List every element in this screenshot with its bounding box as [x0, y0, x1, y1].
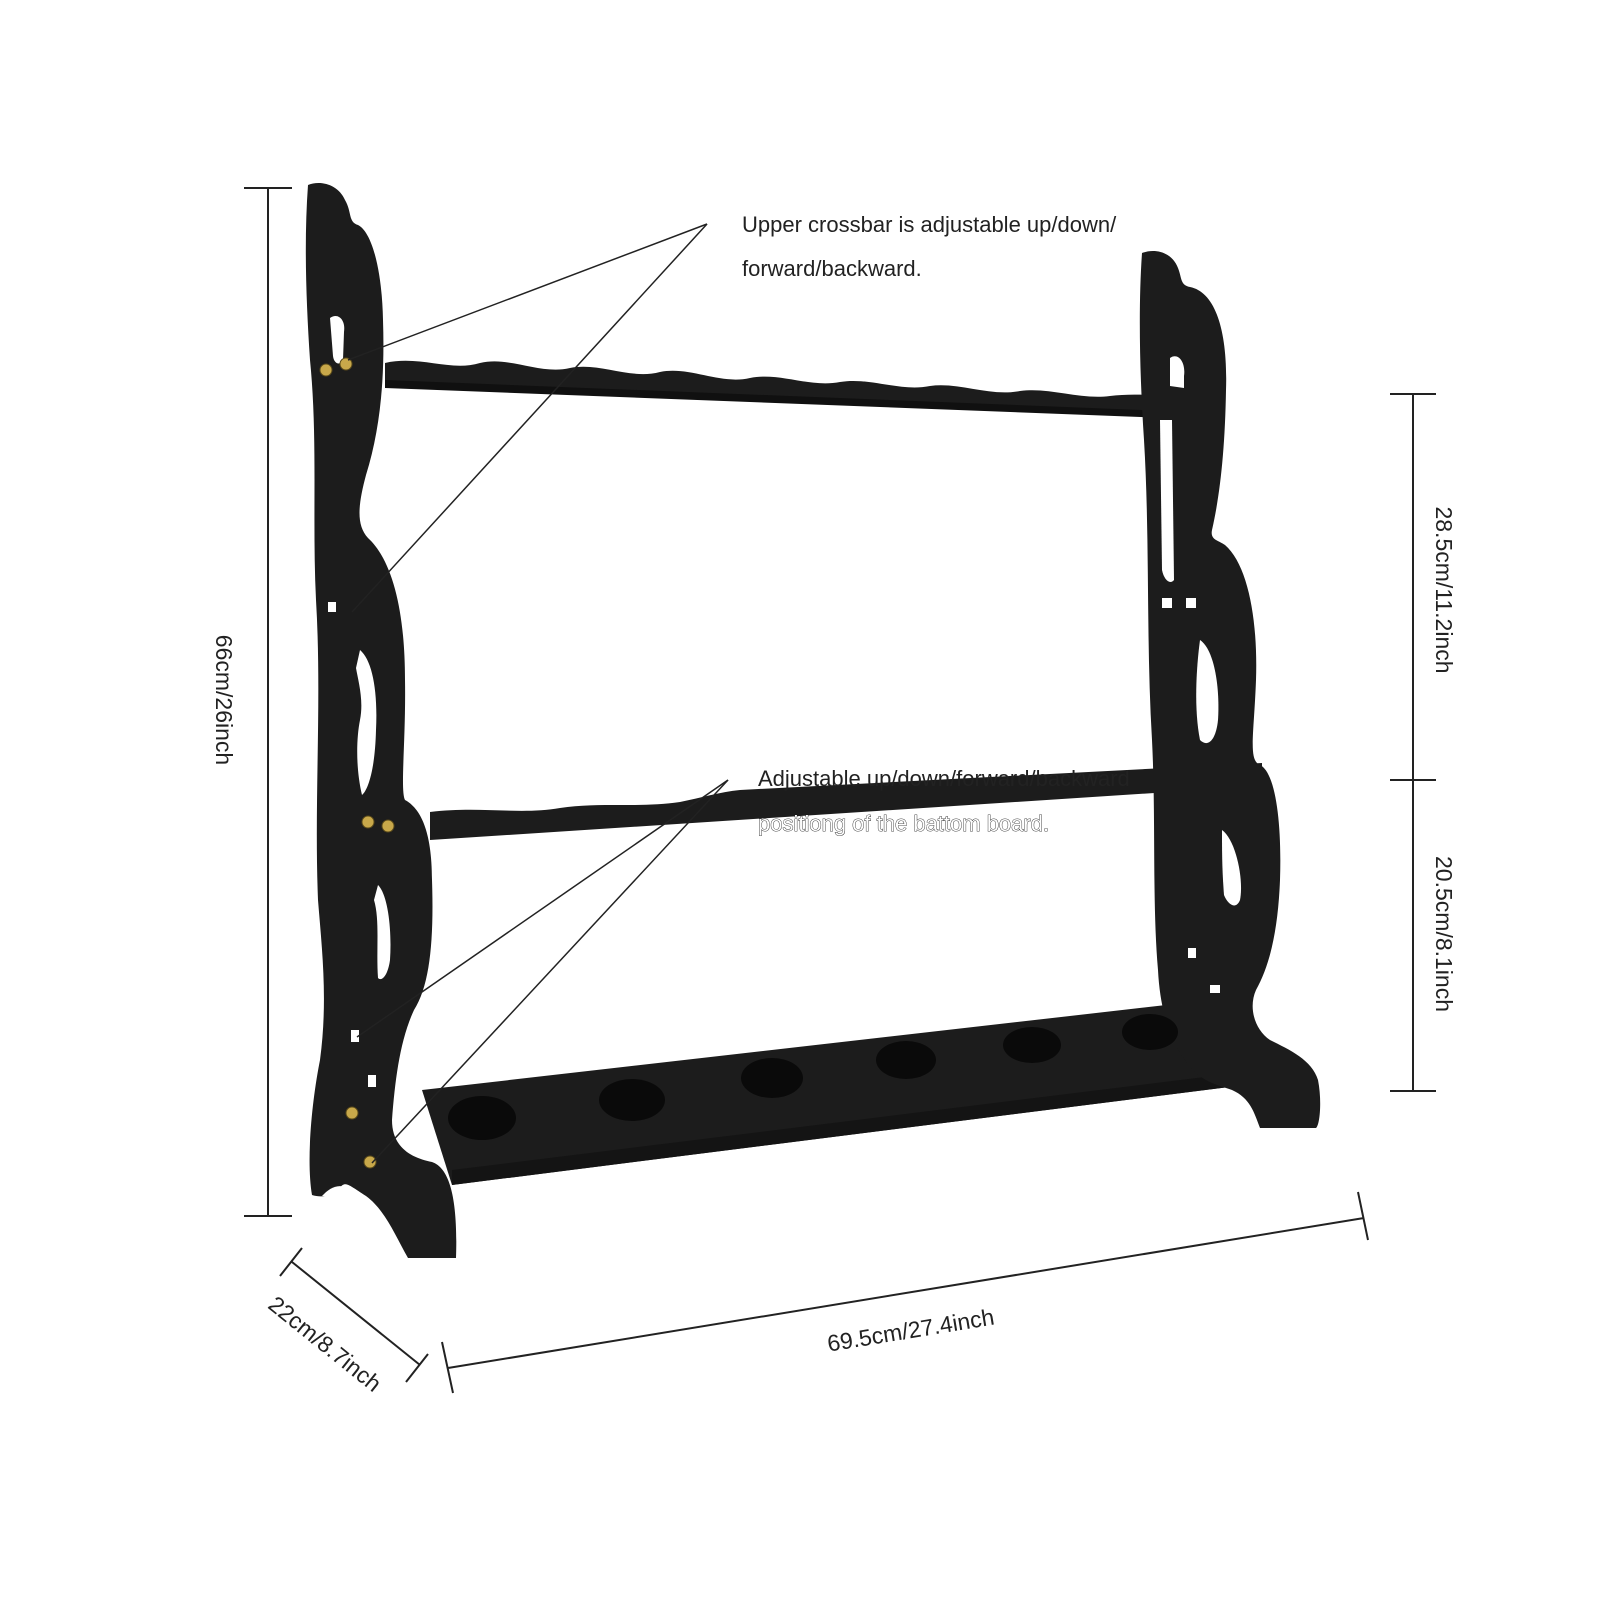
height-label: 66cm/26inch	[211, 635, 237, 765]
upper-crossbar-note-line-1: Upper crossbar is adjustable up/down/	[742, 212, 1117, 237]
right-side-panel	[1139, 250, 1321, 1128]
bolt-upper-left-1	[319, 363, 333, 377]
upper-gap-dimension-line	[1390, 393, 1436, 781]
left-panel-scroll-cutout	[356, 650, 377, 795]
right-panel-top-cutout	[1170, 356, 1185, 388]
upper-gap-label: 28.5cm/11.2inch	[1431, 506, 1457, 673]
holder-cutout-5	[1003, 1027, 1061, 1063]
left-panel-hole-2	[351, 1030, 359, 1042]
bottom-board-note-line-1: Adjustable up/down/forward/backward	[758, 766, 1130, 791]
bolt-middle-left-1	[361, 815, 375, 829]
right-panel-scroll-cutout	[1196, 640, 1219, 744]
bottom-board-front	[452, 1072, 1245, 1185]
height-dimension-line	[244, 187, 292, 1217]
leader-lower-1	[356, 779, 729, 1038]
upper-crossbar-shadow	[385, 380, 1218, 420]
left-panel-hole-1	[328, 602, 336, 612]
leader-lower-2	[371, 779, 729, 1164]
width-dimension-line	[441, 1191, 1369, 1394]
right-panel-hole-2	[1186, 598, 1196, 608]
depth-label: 22cm/8.7inch	[264, 1291, 387, 1397]
dimension-lines	[244, 187, 1436, 1394]
left-panel-slot-upper	[330, 315, 345, 364]
depth-dimension-line	[279, 1247, 429, 1383]
lower-gap-label: 20.5cm/8.1inch	[1431, 856, 1457, 1012]
left-side-panel	[305, 182, 457, 1259]
lower-gap-dimension-line	[1390, 780, 1436, 1092]
right-panel-slot	[1160, 420, 1174, 582]
right-panel-hole-3	[1188, 948, 1196, 958]
left-panel-hole-3	[368, 1075, 376, 1087]
bolt-upper-left-2	[339, 357, 353, 371]
right-panel-lower-cutout	[1222, 830, 1242, 906]
bolt-lower-left-1	[345, 1106, 359, 1120]
right-panel-hole-1	[1162, 598, 1172, 608]
bolt-lower-left-2	[363, 1155, 377, 1169]
holder-cutout-3	[741, 1058, 803, 1098]
middle-crossbar	[430, 763, 1262, 840]
sword-rack	[305, 182, 1321, 1259]
leader-upper-2	[351, 223, 708, 613]
holder-cutout-2	[599, 1079, 665, 1121]
right-panel-hole-4	[1210, 985, 1220, 993]
leader-upper-1	[347, 223, 708, 361]
left-panel-lower-cutout	[374, 885, 391, 980]
bolt-middle-left-2	[381, 819, 395, 833]
holder-cutout-1	[448, 1096, 516, 1140]
width-label: 69.5cm/27.4inch	[825, 1304, 996, 1357]
bolts	[319, 357, 395, 1169]
leader-lines	[347, 223, 729, 1164]
upper-crossbar	[385, 360, 1218, 418]
left-panel-foot-gap	[322, 1186, 358, 1198]
holder-cutouts	[448, 1014, 1178, 1140]
holder-cutout-4	[876, 1041, 936, 1079]
bottom-board-note-line-2: positiong of the battom board.	[758, 811, 1049, 836]
holder-cutout-6	[1122, 1014, 1178, 1050]
upper-crossbar-note-line-2: forward/backward.	[742, 256, 922, 281]
